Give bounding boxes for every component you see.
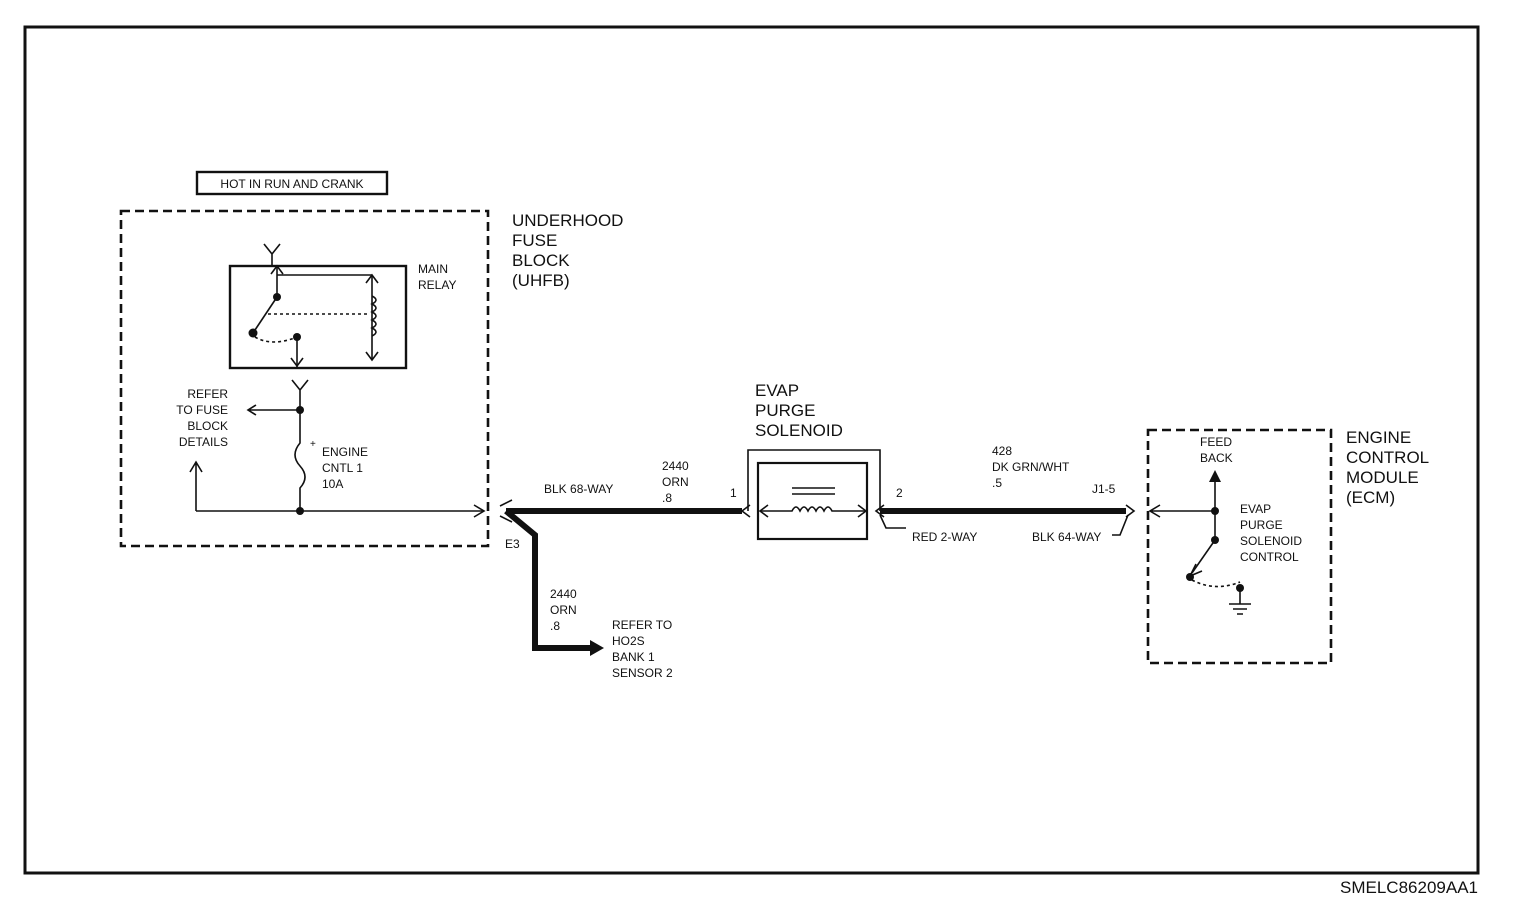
svg-text:DETAILS: DETAILS (179, 435, 228, 449)
wire-2440-branch (504, 508, 592, 651)
pin-1-label: 1 (730, 486, 737, 500)
e3-connector (499, 499, 513, 523)
ecm-switch-link (1191, 579, 1241, 588)
svg-text:RELAY: RELAY (418, 278, 456, 292)
svg-text:TO FUSE: TO FUSE (176, 403, 228, 417)
evap-control-label: EVAP PURGE SOLENOID CONTROL (1240, 502, 1302, 564)
ecm-label: ENGINE CONTROL MODULE (ECM) (1346, 428, 1429, 507)
j1-5-label: J1-5 (1092, 482, 1116, 496)
svg-text:(ECM): (ECM) (1346, 488, 1395, 507)
fuse-plus-mark: + (310, 439, 316, 450)
refer-ho2s-label: REFER TO HO2S BANK 1 SENSOR 2 (612, 618, 673, 680)
svg-text:ENGINE: ENGINE (1346, 428, 1411, 447)
connector-left-label: BLK 68-WAY (544, 482, 613, 496)
svg-text:UNDERHOOD: UNDERHOOD (512, 211, 623, 230)
svg-text:ORN: ORN (662, 475, 689, 489)
relay-input-connector (263, 243, 281, 266)
feedback-arrow (1209, 470, 1221, 482)
svg-text:PURGE: PURGE (755, 401, 815, 420)
relay-output-connector (291, 379, 309, 410)
svg-text:PURGE: PURGE (1240, 518, 1283, 532)
ecm-switch-contact (1186, 573, 1194, 581)
hot-label-box (195, 170, 389, 196)
svg-text:REFER TO: REFER TO (612, 618, 672, 632)
pin2-connector-mark (874, 504, 885, 518)
fuse-symbol (294, 410, 306, 511)
uhfb-label: UNDERHOOD FUSE BLOCK (UHFB) (512, 211, 623, 290)
blk-64way-bracket (1112, 514, 1129, 536)
svg-text:BACK: BACK (1200, 451, 1233, 465)
svg-text:HO2S: HO2S (612, 634, 645, 648)
feed-back-label: FEED BACK (1200, 435, 1233, 465)
solenoid-box (756, 461, 869, 541)
fuse-label: ENGINE CNTL 1 10A (322, 445, 368, 491)
svg-text:.8: .8 (662, 491, 672, 505)
svg-text:ENGINE: ENGINE (322, 445, 368, 459)
svg-text:.8: .8 (550, 619, 560, 633)
wire-428-label: 428 DK GRN/WHT .5 (992, 444, 1070, 490)
blk-64way-label: BLK 64-WAY (1032, 530, 1101, 544)
ho2s-arrow (590, 640, 604, 656)
red-2way-bracket (879, 514, 906, 529)
svg-text:EVAP: EVAP (755, 381, 799, 400)
wire-2440-down-label: 2440 ORN .8 (550, 587, 577, 633)
relay-internals (248, 264, 379, 368)
svg-text:ORN: ORN (550, 603, 577, 617)
svg-text:FUSE: FUSE (512, 231, 557, 250)
svg-text:MODULE: MODULE (1346, 468, 1419, 487)
svg-text:10A: 10A (322, 477, 343, 491)
ground-symbol (1229, 588, 1251, 615)
evap-solenoid-label: EVAP PURGE SOLENOID (755, 381, 843, 440)
svg-text:BANK 1: BANK 1 (612, 650, 655, 664)
hot-label: HOT IN RUN AND CRANK (220, 177, 363, 191)
diagram-frame (23, 25, 1480, 875)
splice-e3-label: E3 (505, 537, 520, 551)
ecm-switch-arm (1191, 539, 1216, 574)
svg-text:CNTL 1: CNTL 1 (322, 461, 363, 475)
svg-text:SOLENOID: SOLENOID (1240, 534, 1302, 548)
svg-text:2440: 2440 (550, 587, 577, 601)
svg-text:EVAP: EVAP (1240, 502, 1271, 516)
svg-text:.5: .5 (992, 476, 1002, 490)
pin-2-label: 2 (896, 486, 903, 500)
svg-text:SENSOR 2: SENSOR 2 (612, 666, 673, 680)
svg-text:REFER: REFER (187, 387, 228, 401)
uhfb-up-arrow (189, 460, 203, 511)
main-relay-box (228, 264, 408, 370)
main-relay-label: MAIN RELAY (418, 262, 456, 292)
svg-text:(UHFB): (UHFB) (512, 271, 570, 290)
ecm-input-arrow (1148, 504, 1215, 518)
svg-text:FEED: FEED (1200, 435, 1232, 449)
solenoid-outer-bracket (747, 449, 881, 511)
svg-text:428: 428 (992, 444, 1012, 458)
svg-text:SOLENOID: SOLENOID (755, 421, 843, 440)
diagram-id: SMELC86209AA1 (1340, 878, 1478, 897)
svg-text:CONTROL: CONTROL (1346, 448, 1429, 467)
j1-5-connector-mark (1125, 504, 1136, 518)
wire-2440-top-label: 2440 ORN .8 (662, 459, 689, 505)
svg-text:DK GRN/WHT: DK GRN/WHT (992, 460, 1070, 474)
solenoid-coil (758, 487, 868, 518)
svg-text:CONTROL: CONTROL (1240, 550, 1299, 564)
svg-text:BLOCK: BLOCK (187, 419, 228, 433)
svg-text:2440: 2440 (662, 459, 689, 473)
uhfb-box (119, 209, 490, 548)
refer-fuse-label: REFER TO FUSE BLOCK DETAILS (176, 387, 228, 449)
ecm-box (1146, 428, 1333, 665)
red-2way-label: RED 2-WAY (912, 530, 977, 544)
refer-fuse-arrow (246, 404, 300, 416)
uhfb-output-arrow (473, 504, 486, 518)
svg-text:BLOCK: BLOCK (512, 251, 570, 270)
svg-text:MAIN: MAIN (418, 262, 448, 276)
